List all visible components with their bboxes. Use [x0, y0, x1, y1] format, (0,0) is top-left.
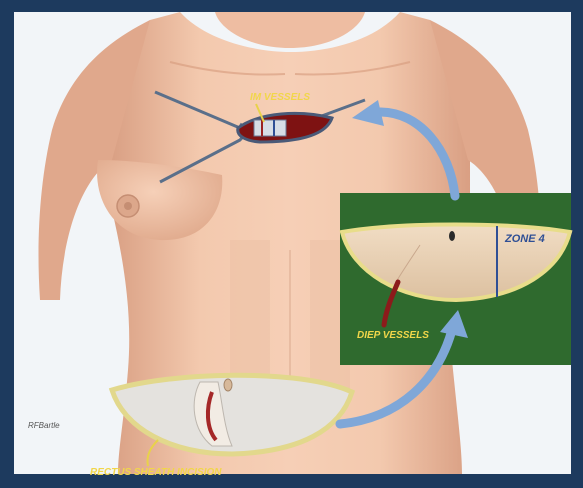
umbilicus-lower	[224, 379, 232, 391]
vessel-window	[254, 120, 286, 136]
im-vessels-label: IM VESSELS	[250, 92, 310, 103]
diep-vessels-label: DIEP VESSELS	[357, 330, 429, 341]
umbilicus	[449, 231, 455, 241]
left-rectus-shading	[230, 240, 270, 390]
left-nipple-center	[124, 202, 132, 210]
zone-label: ZONE 4	[504, 233, 545, 245]
artist-signature: RFBartle	[28, 421, 60, 430]
rectus-sheath-label: RECTUS SHEATH INCISION	[90, 467, 222, 478]
